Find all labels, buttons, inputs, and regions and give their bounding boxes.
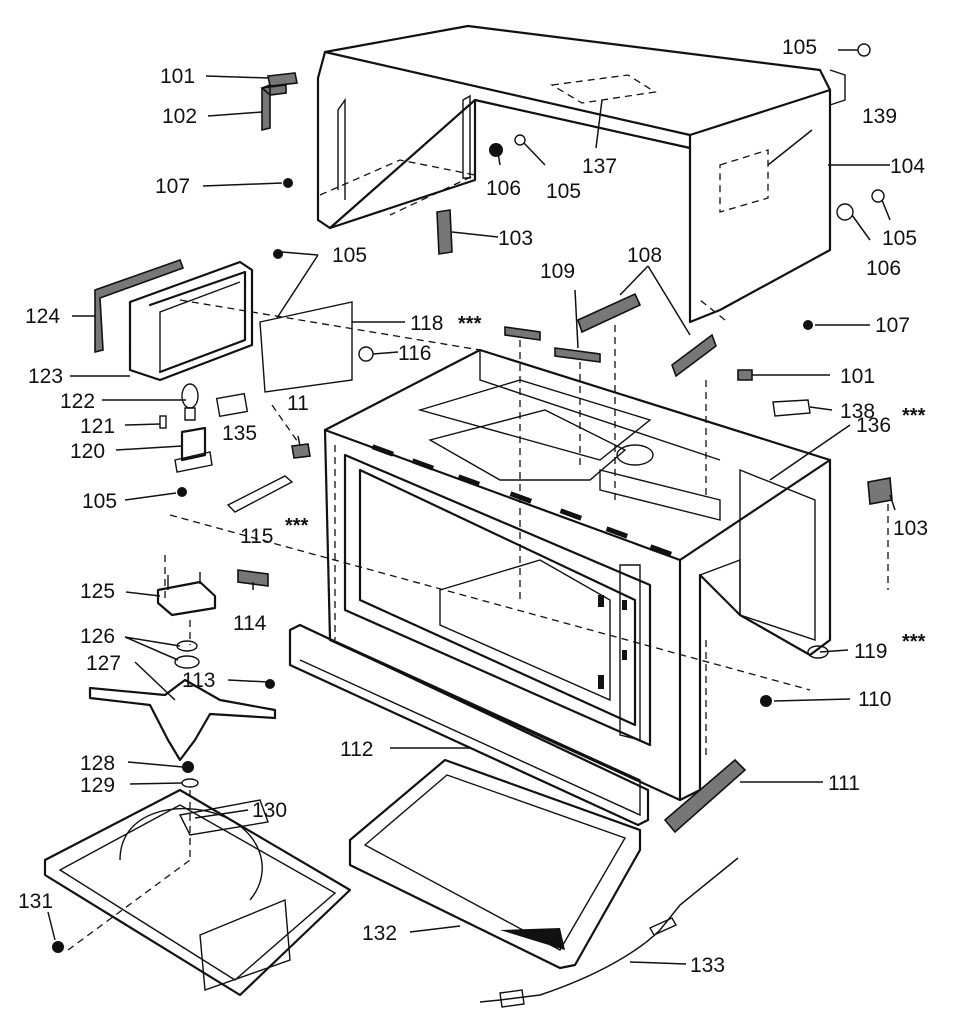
label-129: 129 (80, 774, 115, 797)
felt-103-mid (504, 326, 541, 341)
part-102-bracket (260, 83, 287, 132)
main-chassis (288, 348, 832, 827)
lamp-housing-123 (128, 260, 254, 382)
label-128: 128 (80, 752, 115, 775)
bracket-103-right (867, 477, 893, 505)
label-106-right: 106 (866, 257, 901, 280)
part-11 (291, 443, 311, 459)
label-112: 112 (340, 738, 373, 761)
label-11: 11 (287, 392, 309, 415)
label-110: 110 (858, 688, 891, 711)
asterisk-118: *** (458, 313, 482, 335)
label-105-right: 105 (882, 227, 917, 250)
label-138: 138 (840, 400, 875, 423)
plate-138 (772, 399, 811, 417)
label-135: 135 (222, 422, 257, 445)
screw-105-lamp (177, 487, 187, 497)
label-115: 115 (240, 525, 273, 548)
label-137: 137 (582, 155, 617, 178)
label-107-right: 107 (875, 314, 910, 337)
screw-116 (358, 346, 374, 362)
label-121: 121 (80, 415, 115, 438)
part-101-top (267, 72, 298, 87)
label-118: 118 (410, 312, 443, 335)
felt-124 (94, 258, 185, 354)
label-103-right: 103 (893, 517, 928, 540)
label-105-topright: 105 (782, 36, 817, 59)
label-102: 102 (162, 105, 197, 128)
asterisk-136: *** (902, 405, 926, 427)
label-125: 125 (80, 580, 115, 603)
part-121 (159, 415, 167, 429)
screw-113 (265, 679, 275, 689)
stirrer-cover-130 (43, 788, 352, 997)
label-119: 119 (854, 640, 887, 663)
socket-120 (174, 426, 213, 473)
label-104: 104 (890, 155, 925, 178)
screw-107-left (283, 178, 293, 188)
label-108: 108 (627, 244, 662, 267)
label-105-upper-left: 105 (332, 244, 367, 267)
felt-111 (663, 758, 747, 834)
screw-131 (52, 941, 64, 953)
label-113: 113 (182, 669, 215, 692)
label-124: 124 (25, 305, 60, 328)
label-103-left: 103 (498, 227, 533, 250)
label-116: 116 (398, 342, 431, 365)
screw-105-right (871, 189, 885, 203)
felt-114 (237, 569, 269, 587)
label-107-left: 107 (155, 175, 190, 198)
label-133: 133 (690, 954, 725, 977)
outer-cabinet-104 (316, 24, 846, 324)
screw-105-topright (857, 43, 871, 57)
part-101-right (737, 369, 753, 381)
motor-125 (156, 572, 217, 617)
label-123: 123 (28, 365, 63, 388)
label-120: 120 (70, 440, 105, 463)
stirrer-blade-127 (88, 678, 277, 762)
label-105-top: 105 (546, 180, 581, 203)
label-122: 122 (60, 390, 95, 413)
label-132: 132 (362, 922, 397, 945)
lamp-122 (181, 383, 199, 421)
label-136: 136 (856, 414, 891, 437)
part-103-left (436, 209, 453, 255)
label-105-lamp: 105 (82, 490, 117, 513)
tray-132 (348, 758, 642, 970)
screw-107-right (803, 320, 813, 330)
label-106-top: 106 (486, 177, 521, 200)
washer-106-right (836, 203, 854, 221)
label-101-top: 101 (160, 65, 195, 88)
label-131: 131 (18, 890, 53, 913)
probe-133 (479, 857, 739, 1008)
part-labels: 101 102 107 106 105 137 105 139 104 105 … (18, 36, 928, 977)
label-109: 109 (540, 260, 575, 283)
washer-129 (181, 778, 199, 788)
screw-106-top (489, 143, 503, 157)
glass-118 (259, 301, 353, 393)
label-114: 114 (233, 612, 267, 635)
label-126: 126 (80, 625, 115, 648)
plate-115 (226, 475, 294, 513)
asterisk-115: *** (285, 515, 309, 537)
label-127: 127 (86, 652, 121, 675)
leader-lines (47, 75, 896, 965)
label-130: 130 (252, 799, 287, 822)
screw-105-top (514, 134, 526, 146)
label-111: 111 (828, 772, 860, 795)
washer-128 (182, 761, 194, 773)
label-101-right: 101 (840, 365, 875, 388)
felt-109 (554, 347, 601, 363)
felt-108-upper (577, 292, 642, 334)
label-135 (215, 392, 249, 418)
alignment-lines (67, 299, 889, 951)
screw-110 (760, 695, 772, 707)
screw-105-upper-left (273, 249, 283, 259)
asterisk-119: *** (902, 631, 926, 653)
felt-108-lower (671, 333, 717, 378)
label-139: 139 (862, 105, 897, 128)
